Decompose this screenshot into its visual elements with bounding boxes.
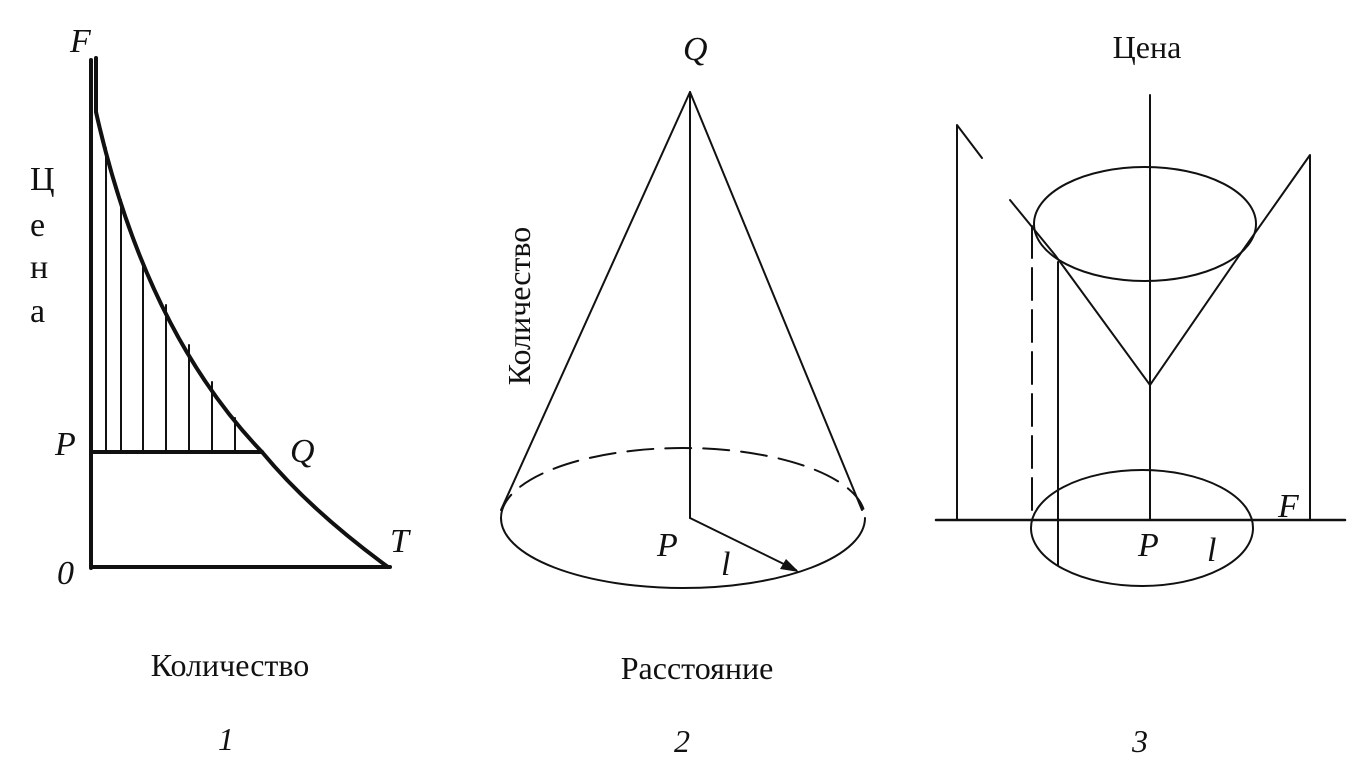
cone-base-front-arc [500, 517, 866, 589]
y-axis-letter: а [30, 293, 45, 330]
diagram3-label-l: l [1207, 532, 1216, 569]
diagram1-y-axis-label: Ц е н а [30, 161, 55, 330]
diagram3-figure-number: 3 [1131, 723, 1148, 759]
diagram-2-demand-cone: Q P l Количество Расстояние 2 [500, 31, 866, 759]
diagram1-label-P: P [54, 426, 76, 463]
cone-right-side [689, 91, 863, 511]
diagram2-vertical-label: Количество [501, 227, 537, 386]
diagram3-bottom-ellipse [1030, 469, 1254, 587]
diagram1-x-axis-label: Количество [151, 647, 310, 683]
diagram3-inverted-cone [1009, 199, 1244, 386]
radius-arrowhead-icon [780, 559, 799, 572]
diagram3-right-neighbor-cone [1242, 154, 1311, 521]
diagram1-figure-number: 1 [218, 721, 234, 757]
diagram2-base-label: Расстояние [621, 650, 774, 686]
y-axis-letter: е [30, 207, 45, 244]
diagram1-label-zero: 0 [57, 555, 74, 592]
diagram-1-demand-curve: F P Q T 0 Ц е н а Количество 1 [30, 23, 411, 757]
diagram-3-market-area: Цена P l F 3 [934, 29, 1347, 759]
diagram2-label-l: l [721, 546, 730, 583]
diagram1-label-T: T [390, 523, 411, 560]
y-axis-letter: н [30, 249, 48, 286]
diagram1-hatching [105, 147, 236, 453]
diagram3-label-F: F [1277, 488, 1300, 525]
diagram1-label-Q: Q [290, 433, 315, 470]
diagram1-demand-curve [94, 56, 390, 569]
diagram1-label-F: F [69, 23, 92, 60]
y-axis-letter: Ц [30, 161, 55, 198]
diagram3-top-ellipse [1033, 166, 1257, 282]
diagram2-label-P: P [656, 527, 678, 564]
diagram3-left-neighbor-cone [956, 124, 983, 521]
cone-base-back-arc [500, 447, 866, 519]
diagram3-label-P: P [1137, 527, 1159, 564]
cone-radius-line [689, 517, 797, 571]
cone-left-side [500, 91, 691, 511]
diagram2-figure-number: 2 [674, 723, 690, 759]
diagram3-top-label: Цена [1113, 29, 1182, 65]
diagram2-label-Q: Q [683, 31, 708, 68]
